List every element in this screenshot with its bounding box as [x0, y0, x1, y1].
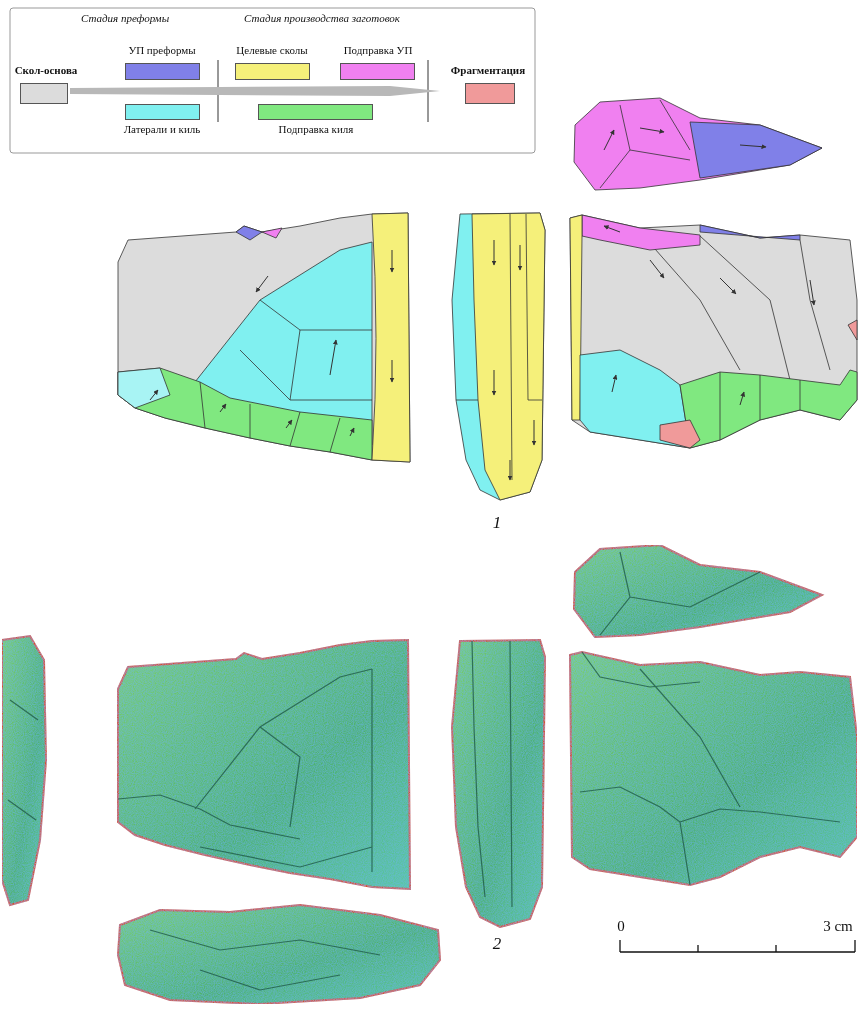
scale-value: 0	[617, 918, 625, 935]
legend-text: УП преформы	[128, 44, 195, 57]
scale-bar	[620, 940, 855, 952]
legend-swatch	[125, 63, 200, 80]
scale-value: 3 cm	[823, 918, 853, 935]
facet-map-left	[118, 213, 410, 462]
scar-line	[240, 300, 372, 400]
surface-ridge	[8, 552, 840, 990]
legend-text: Подправка УП	[344, 44, 413, 57]
facet-map-top	[574, 98, 822, 190]
keel-retouch-facet	[118, 368, 372, 460]
legend-text: Скол-основа	[15, 64, 78, 77]
legend-text: Подправка киля	[279, 123, 354, 136]
lateral-facet	[118, 368, 170, 408]
legend-swatch	[20, 83, 68, 104]
platform-facet	[236, 226, 262, 240]
base-flake-facet	[118, 213, 410, 462]
legend-swatch	[340, 63, 415, 80]
legend-frame	[10, 8, 535, 153]
facet-map-right	[570, 215, 857, 448]
platform-retouch-facet	[262, 228, 282, 238]
facet-map-side	[452, 213, 545, 500]
stage-heading: Стадия преформы	[81, 12, 169, 25]
figure-number: 2	[493, 934, 502, 954]
figure-number: 1	[493, 513, 502, 533]
legend-swatch	[125, 104, 200, 120]
legend-swatch	[465, 83, 515, 104]
legend-text: Латерали и киль	[124, 123, 201, 136]
target-removal-facet	[372, 213, 410, 462]
legend-text: Фрагментация	[451, 64, 525, 77]
legend-swatch	[235, 63, 310, 80]
sequence-arrow	[70, 86, 440, 96]
scar-line	[200, 382, 340, 452]
surface-model	[2, 545, 857, 1004]
legend-text: Целевые сколы	[236, 44, 307, 57]
legend-swatch	[258, 104, 373, 120]
stage-heading: Стадия производства заготовок	[244, 12, 400, 25]
